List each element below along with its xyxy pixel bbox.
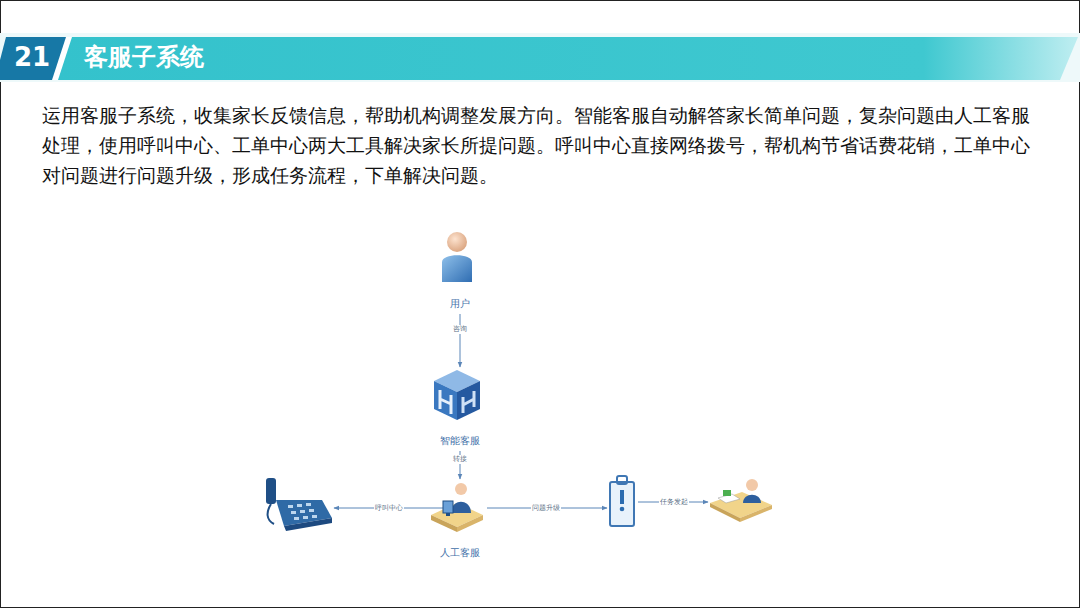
slide-title: 客服子系统 xyxy=(84,40,204,74)
icon-node: 智能客服 xyxy=(427,367,493,451)
edge-label: 转接 xyxy=(452,455,468,464)
flow-arrow xyxy=(460,314,461,367)
icon-node: 人工客服 xyxy=(427,479,493,563)
node-label: 用户 xyxy=(427,298,493,310)
arrow-label: 任务发起 xyxy=(659,498,689,507)
icon-node: 用户 xyxy=(427,230,493,314)
arrow-label: 呼叫中心 xyxy=(374,504,404,513)
node-label: 智能客服 xyxy=(427,435,493,447)
edge-label: 咨询 xyxy=(452,325,468,334)
body-paragraph: 运用客服子系统，收集家长反馈信息，帮助机构调整发展方向。智能客服自动解答家长简单… xyxy=(42,100,1040,190)
section-number: 21 xyxy=(8,40,56,74)
node-label: 人工客服 xyxy=(427,547,493,559)
arrow-label: 问题升级 xyxy=(531,504,561,513)
